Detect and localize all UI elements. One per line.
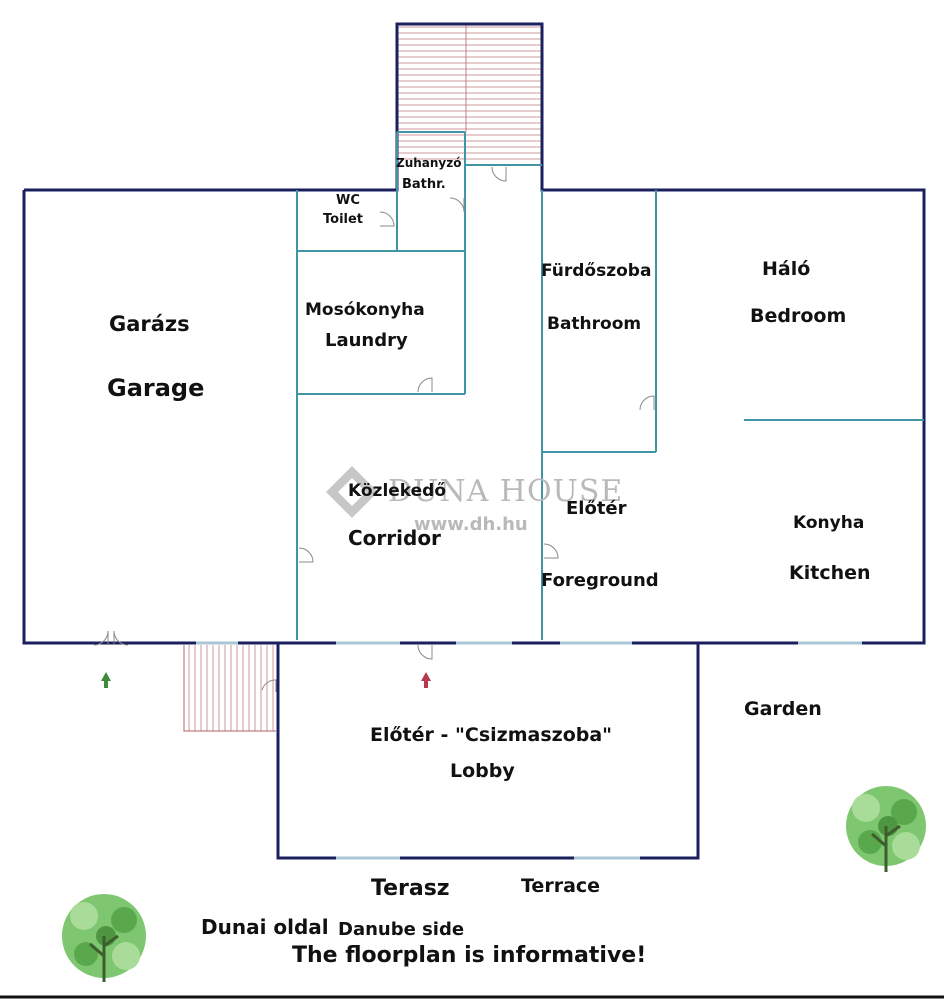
terrace-label-en: Terrace [521, 875, 601, 897]
corridor-label-en: Corridor [348, 526, 441, 550]
shower-label-en: Bathr. [402, 177, 446, 192]
tree-icon [62, 894, 146, 982]
danube-side-label-en: Danube side [338, 919, 465, 940]
danube-side-label-hu: Dunai oldal [201, 915, 329, 939]
wc-label-en: Toilet [323, 212, 364, 227]
corridor-label-hu: Közlekedő [348, 481, 447, 501]
tree-icon [846, 786, 926, 872]
wc-label-hu: WC [336, 193, 360, 208]
kitchen-label-en: Kitchen [789, 562, 871, 584]
foreground-label-hu: Előtér [566, 498, 627, 519]
entrance-arrow-green [101, 672, 111, 688]
watermark-brand: DUNA HOUSE [388, 474, 624, 509]
kitchen-label-hu: Konyha [793, 513, 865, 533]
laundry-label-en: Laundry [325, 330, 408, 351]
garage-label-en: Garage [107, 374, 205, 402]
lobby-label-en: Lobby [450, 760, 515, 782]
bedroom-label-hu: Háló [762, 258, 811, 280]
entrance-arrow-red [421, 672, 431, 688]
garage-label-hu: Garázs [109, 312, 190, 336]
wall-openings [196, 641, 862, 860]
stairs-bottom [183, 645, 276, 732]
terrace-label-hu: Terasz [371, 876, 450, 901]
stairs-top [397, 24, 542, 164]
foreground-label-en: Foreground [541, 570, 659, 591]
watermark-url: www.dh.hu [414, 514, 528, 535]
shower-label-hu: Zuhanyzó [396, 156, 462, 170]
laundry-label-hu: Mosókonyha [305, 300, 425, 320]
inner-walls [296, 131, 924, 640]
bathroom-label-en: Bathroom [547, 314, 642, 334]
garden-label: Garden [744, 698, 822, 720]
bedroom-label-en: Bedroom [750, 305, 847, 327]
lobby-label-hu: Előtér - "Csizmaszoba" [370, 724, 613, 746]
duna-house-logo-icon [326, 466, 378, 518]
door-swings [93, 166, 655, 692]
disclaimer-text: The floorplan is informative! [292, 943, 647, 968]
bathroom-label-hu: Fürdőszoba [541, 261, 652, 281]
